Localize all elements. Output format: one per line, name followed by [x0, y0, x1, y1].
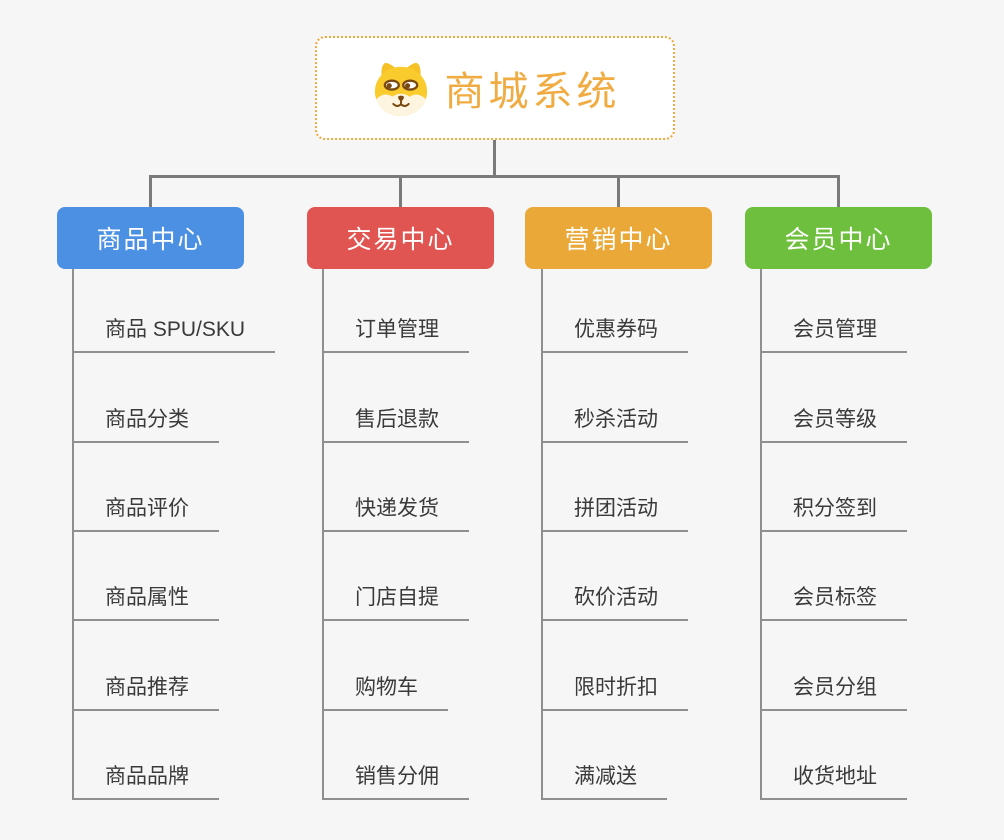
leaf-node[interactable]: 快递发货: [322, 492, 469, 532]
leaf-node[interactable]: 购物车: [322, 671, 448, 711]
leaf-node[interactable]: 砍价活动: [541, 581, 688, 621]
leaf-node[interactable]: 商品 SPU/SKU: [72, 313, 276, 353]
leaf-node[interactable]: 积分签到: [760, 492, 907, 532]
leaf-node[interactable]: 限时折扣: [541, 671, 688, 711]
leaf-node[interactable]: 拼团活动: [541, 492, 688, 532]
leaf-node[interactable]: 商品品牌: [72, 760, 219, 800]
branch-column-member: 会员管理 会员等级 积分签到 会员标签 会员分组 收货地址: [760, 269, 1000, 800]
branch-column-marketing: 优惠券码 秒杀活动 拼团活动 砍价活动 限时折扣 满减送: [541, 269, 781, 800]
connector-horizontal: [148, 175, 839, 178]
branch-node-trade[interactable]: 交易中心: [307, 207, 494, 269]
dog-face-icon: [370, 59, 432, 117]
leaf-node[interactable]: 商品属性: [72, 581, 219, 621]
leaf-node[interactable]: 会员管理: [760, 313, 907, 353]
leaf-node[interactable]: 售后退款: [322, 403, 469, 443]
leaf-node[interactable]: 满减送: [541, 760, 667, 800]
branch-node-product[interactable]: 商品中心: [57, 207, 244, 269]
connector-drop-product: [148, 175, 152, 208]
leaf-node[interactable]: 门店自提: [322, 581, 469, 621]
connector-drop-member: [836, 175, 840, 208]
leaf-node[interactable]: 会员等级: [760, 403, 907, 443]
leaf-node[interactable]: 收货地址: [760, 760, 907, 800]
branch-column-product: 商品 SPU/SKU 商品分类 商品评价 商品属性 商品推荐 商品品牌: [72, 269, 312, 800]
leaf-node[interactable]: 商品评价: [72, 492, 219, 532]
branch-node-marketing[interactable]: 营销中心: [525, 207, 712, 269]
leaf-node[interactable]: 秒杀活动: [541, 403, 688, 443]
branch-column-trade: 订单管理 售后退款 快递发货 门店自提 购物车 销售分佣: [322, 269, 562, 800]
leaf-node[interactable]: 会员标签: [760, 581, 907, 621]
root-node[interactable]: 商城系统: [315, 36, 675, 140]
leaf-node[interactable]: 优惠券码: [541, 313, 688, 353]
leaf-node[interactable]: 会员分组: [760, 671, 907, 711]
leaf-node[interactable]: 商品分类: [72, 403, 219, 443]
leaf-node[interactable]: 商品推荐: [72, 671, 219, 711]
connector-root-stub: [493, 140, 496, 175]
branch-node-member[interactable]: 会员中心: [745, 207, 932, 269]
connector-drop-trade: [398, 175, 402, 208]
leaf-node[interactable]: 销售分佣: [322, 760, 469, 800]
root-title: 商城系统: [444, 70, 621, 114]
connector-drop-marketing: [616, 175, 620, 208]
leaf-node[interactable]: 订单管理: [322, 313, 469, 353]
